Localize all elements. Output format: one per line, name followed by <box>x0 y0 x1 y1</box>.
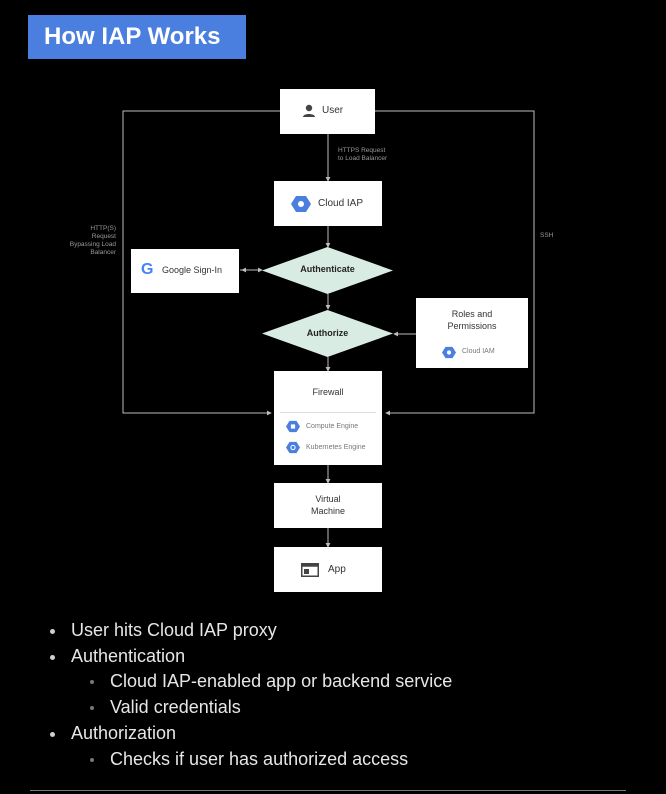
roles-title: Roles and Permissions <box>447 309 497 331</box>
edge-ssh-right <box>375 110 535 416</box>
google-g-icon: G <box>141 261 154 278</box>
authenticate-diamond <box>262 247 393 294</box>
https-request-line1: HTTPS Request <box>338 147 386 154</box>
virtual-machine-label: Virtual Machine <box>310 494 346 516</box>
app-node: App <box>274 547 382 592</box>
bullet-dot-3 <box>90 680 94 684</box>
cloud-iam-icon <box>442 346 456 359</box>
https-request-label: HTTPS Request to Load Balancer <box>338 147 387 163</box>
bullet-dot-5 <box>50 732 55 737</box>
bullet-6: Checks if user has authorized access <box>110 749 409 769</box>
authorize-label: Authorize <box>306 328 349 338</box>
cloud-iap-icon <box>291 196 311 212</box>
kubernetes-engine-icon <box>286 441 300 454</box>
app-window-icon <box>301 563 319 577</box>
bullet-dot-2 <box>50 655 55 660</box>
cloud-iap-node: Cloud IAP <box>274 181 382 226</box>
bullet-dot-6 <box>90 758 94 762</box>
bullet-1: User hits Cloud IAP proxy <box>71 620 277 640</box>
bullet-dot-4 <box>90 706 94 710</box>
firewall-label: Firewall <box>312 387 344 397</box>
ssh-label: SSH <box>540 232 554 239</box>
compute-engine-label: Compute Engine <box>306 423 359 430</box>
kubernetes-engine-label: Kubernetes Engine <box>306 444 366 451</box>
user-node: User <box>280 89 375 134</box>
bottom-rule <box>30 790 626 791</box>
slide-title: How IAP Works <box>28 15 246 59</box>
google-signin-node: G Google Sign-In <box>131 249 239 293</box>
bullet-dot-1 <box>50 629 55 634</box>
bypass-label: HTTP(S) Request Bypassing Load Balancer <box>69 225 116 256</box>
cloud-iap-label: Cloud IAP <box>318 198 364 209</box>
firewall-divider <box>280 412 376 413</box>
authenticate-label: Authenticate <box>300 264 355 274</box>
virtual-machine-node: Virtual Machine <box>274 483 382 528</box>
user-label: User <box>322 105 344 116</box>
https-request-line2: to Load Balancer <box>338 155 388 162</box>
bullet-5: Authorization <box>71 723 177 743</box>
google-signin-label: Google Sign-In <box>162 265 223 275</box>
person-icon <box>303 104 315 117</box>
bullet-4: Valid credentials <box>110 697 241 717</box>
bullet-2: Authentication <box>71 646 186 666</box>
cloud-iam-label: Cloud IAM <box>462 348 495 355</box>
firewall-node: Firewall Compute Engine Kubernetes Engin… <box>274 371 382 465</box>
compute-engine-icon <box>286 420 300 433</box>
roles-node: Roles and Permissions Cloud IAM <box>416 298 528 368</box>
bullet-3: Cloud IAP-enabled app or backend service <box>110 671 453 691</box>
edge-bypass-left <box>122 110 280 416</box>
authorize-diamond <box>262 310 393 357</box>
app-label: App <box>328 564 346 575</box>
